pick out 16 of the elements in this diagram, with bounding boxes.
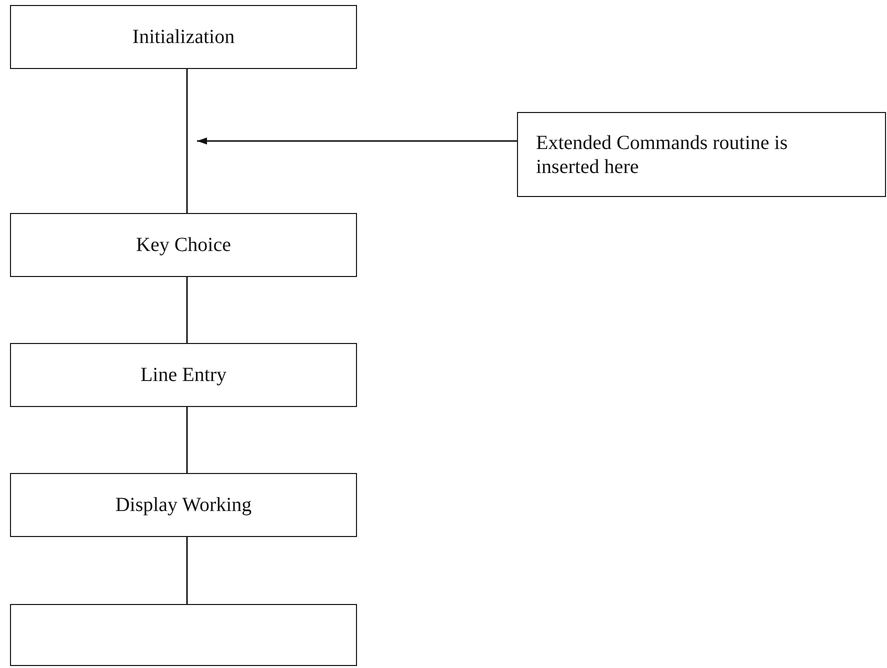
box-label: Display Working [115,493,252,517]
arrow [197,138,517,144]
empty-box [10,604,357,666]
box-label: Initialization [132,25,235,49]
connector-line [186,277,188,343]
process-box [10,5,357,69]
connector-line [186,69,188,213]
process-box [517,112,886,197]
process-box [10,213,357,277]
process-box [10,473,357,537]
box-label: Key Choice [136,233,231,257]
connector-line [186,407,188,473]
process-box [10,343,357,407]
connector-line [186,537,188,604]
box-label: Line Entry [140,363,227,387]
box-label: Extended Commands routine is inserted here [536,130,789,178]
